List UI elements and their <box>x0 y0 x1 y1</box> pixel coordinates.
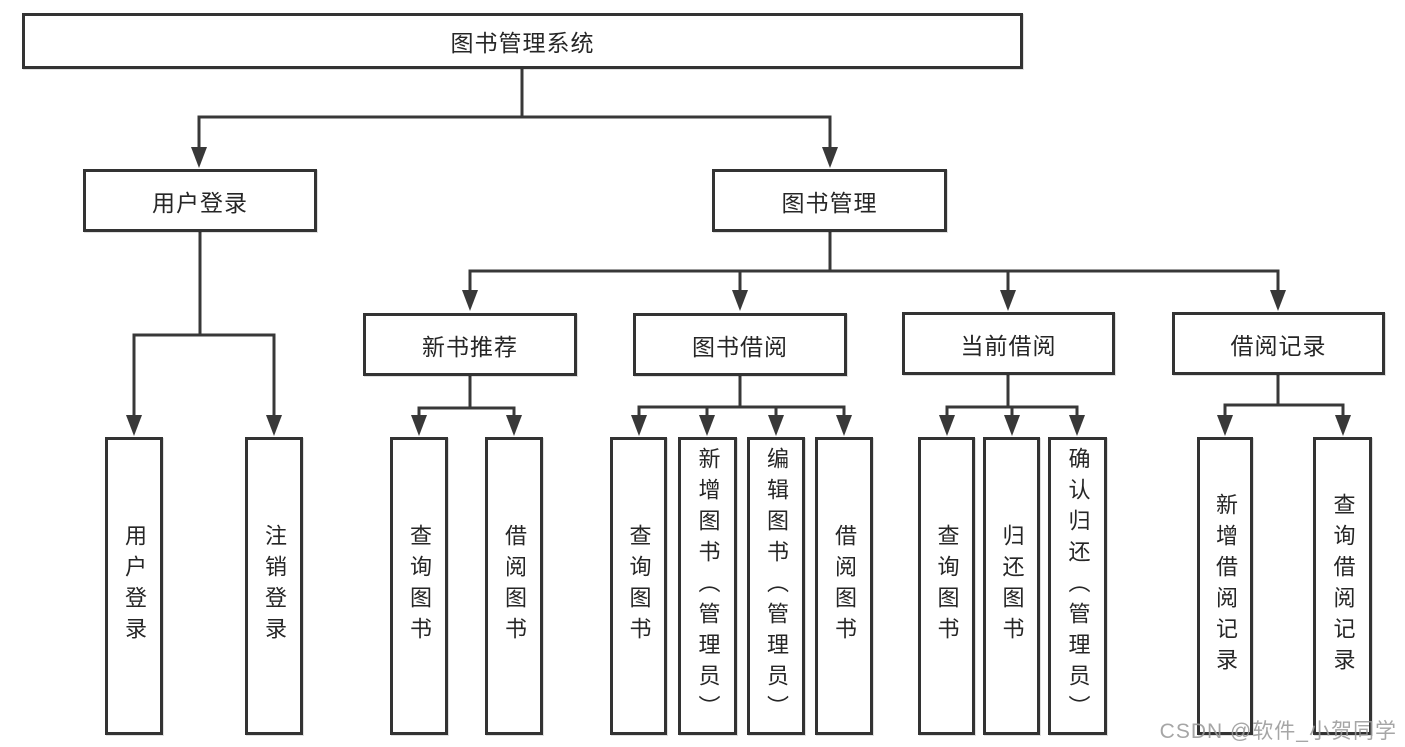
node-borrow-record: 借阅记录 <box>1172 312 1385 375</box>
leaf-add-books-admin-label: 新增图书（管理员） <box>695 446 721 726</box>
leaf-confirm-return-admin-label: 确认归还（管理员） <box>1065 446 1091 726</box>
leaf-borrow-query-books: 查询图书 <box>610 437 667 735</box>
node-root-label: 图书管理系统 <box>450 30 595 56</box>
leaf-user-login: 用户登录 <box>105 437 163 735</box>
leaf-return-books: 归还图书 <box>983 437 1040 735</box>
leaf-return-books-label: 归还图书 <box>999 524 1025 648</box>
csdn-watermark: CSDN @软件_小贺同学 <box>1159 720 1397 743</box>
leaf-current-query-books-label: 查询图书 <box>934 524 960 648</box>
node-root: 图书管理系统 <box>22 13 1023 69</box>
leaf-add-borrow-record-label: 新增借阅记录 <box>1213 493 1238 679</box>
leaf-borrow-books: 借阅图书 <box>815 437 873 735</box>
leaf-current-query-books: 查询图书 <box>918 437 975 735</box>
leaf-recommend-query-books-label: 查询图书 <box>407 524 432 648</box>
leaf-recommend-borrow-books: 借阅图书 <box>485 437 543 735</box>
leaf-confirm-return-admin: 确认归还（管理员） <box>1048 437 1107 735</box>
leaf-add-borrow-record: 新增借阅记录 <box>1197 437 1253 735</box>
leaf-add-books-admin: 新增图书（管理员） <box>678 437 737 735</box>
node-new-book-recommend-label: 新书推荐 <box>422 333 518 360</box>
leaf-query-borrow-record-label: 查询借阅记录 <box>1330 493 1356 679</box>
node-user-login: 用户登录 <box>83 169 317 232</box>
node-book-management-label: 图书管理 <box>781 189 878 216</box>
node-user-login-label: 用户登录 <box>152 189 248 216</box>
leaf-edit-books-admin: 编辑图书（管理员） <box>747 437 805 735</box>
node-new-book-recommend: 新书推荐 <box>363 313 577 376</box>
node-book-management: 图书管理 <box>712 169 947 232</box>
leaf-query-borrow-record: 查询借阅记录 <box>1313 437 1372 735</box>
leaf-user-login-label: 用户登录 <box>122 524 147 648</box>
leaf-recommend-borrow-books-label: 借阅图书 <box>502 524 527 648</box>
leaf-borrow-books-label: 借阅图书 <box>832 524 857 648</box>
node-borrow-record-label: 借阅记录 <box>1230 332 1327 359</box>
leaf-logout: 注销登录 <box>245 437 303 735</box>
leaf-logout-label: 注销登录 <box>262 524 287 648</box>
leaf-borrow-query-books-label: 查询图书 <box>626 524 652 648</box>
node-current-borrow: 当前借阅 <box>902 312 1115 375</box>
leaf-recommend-query-books: 查询图书 <box>390 437 448 735</box>
node-book-borrow-label: 图书借阅 <box>692 333 788 360</box>
node-current-borrow-label: 当前借阅 <box>960 332 1057 359</box>
leaf-edit-books-admin-label: 编辑图书（管理员） <box>764 446 789 726</box>
node-book-borrow: 图书借阅 <box>633 313 847 376</box>
